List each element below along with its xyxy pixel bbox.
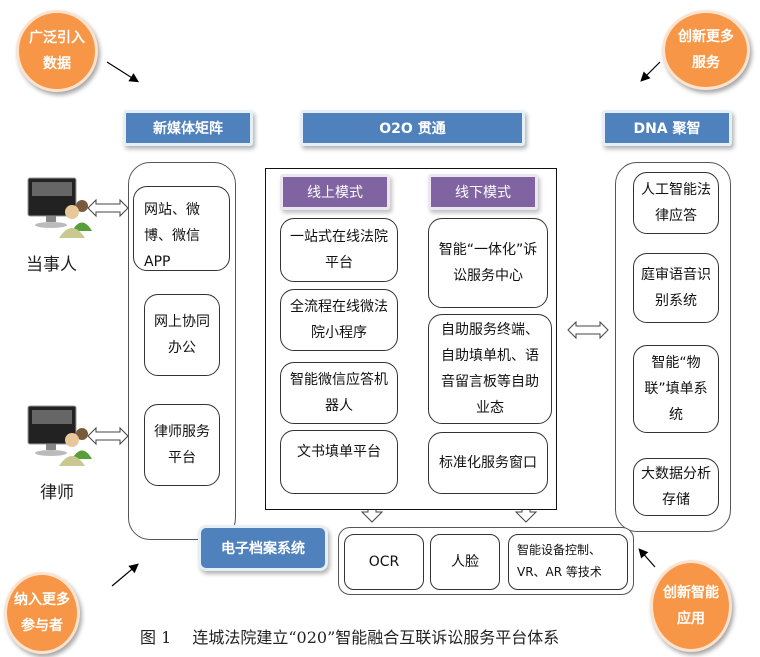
right-item-iot-fill: 智能“物联”填单系统 — [633, 345, 719, 433]
offline-item-self-service: 自助服务终端、自助填单机、语音留言板等自助业态 — [428, 314, 552, 424]
online-item-doc-fill: 文书填单平台 — [280, 430, 398, 494]
online-item-micro-court: 全流程在线微法院小程序 — [280, 289, 398, 351]
item-text: 人工智能法律应答 — [641, 182, 711, 224]
item-text: 一站式在线法院平台 — [290, 229, 388, 271]
online-mode-label: 线上模式 — [280, 174, 390, 210]
item-text: 网上协同办公 — [154, 314, 210, 356]
right-item-ai-legal: 人工智能法律应答 — [633, 172, 719, 234]
item-text: 自助服务终端、自助填单机、语音留言板等自助业态 — [441, 322, 539, 416]
item-text: 智能设备控制、VR、AR 等技术 — [517, 543, 602, 579]
tech-item-face: 人脸 — [430, 534, 500, 590]
circle-text: 广泛引入数据 — [29, 30, 85, 72]
tech-item-smart-devices: 智能设备控制、VR、AR 等技术 — [508, 534, 628, 590]
label-text: 线上模式 — [307, 185, 363, 201]
item-text: 文书填单平台 — [297, 444, 381, 460]
item-text: 智能“一体化”诉讼服务中心 — [438, 242, 538, 284]
item-text: 律师服务平台 — [154, 424, 210, 466]
circle-innovative-apps: 创新智能应用 — [650, 560, 732, 652]
header-text: 电子档案系统 — [221, 541, 305, 557]
circle-text: 创新智能应用 — [663, 585, 719, 627]
circle-text: 创新更多服务 — [678, 29, 734, 71]
offline-item-standard-window: 标准化服务窗口 — [428, 432, 548, 494]
circle-import-data: 广泛引入数据 — [16, 10, 98, 92]
header-new-media: 新媒体矩阵 — [123, 110, 253, 146]
header-archive: 电子档案系统 — [198, 525, 328, 571]
item-text: 庭审语音识别系统 — [641, 267, 711, 309]
item-text: 智能“物联”填单系统 — [644, 355, 708, 423]
offline-mode-label: 线下模式 — [428, 174, 538, 210]
circle-text: 纳入更多参与者 — [14, 592, 70, 634]
left-item-lawyer-platform: 律师服务平台 — [144, 404, 220, 486]
item-text: 网站、微博、微信APP — [144, 202, 200, 270]
tech-item-ocr: OCR — [344, 534, 424, 590]
actor-label-party: 当事人 — [26, 255, 77, 275]
item-text: 全流程在线微法院小程序 — [290, 299, 388, 341]
item-text: 标准化服务窗口 — [439, 455, 537, 471]
header-text: DNA 聚智 — [633, 121, 701, 137]
left-item-online-collab: 网上协同办公 — [144, 294, 220, 376]
circle-more-participants: 纳入更多参与者 — [4, 572, 80, 654]
header-text: O2O 贯通 — [379, 121, 446, 137]
right-item-big-data: 大数据分析存储 — [633, 458, 719, 516]
left-item-web-weibo-wechat: 网站、微博、微信APP — [133, 186, 230, 271]
actor-label-lawyer: 律师 — [40, 483, 74, 503]
computer-users-icon-lawyer — [27, 405, 92, 466]
header-dna: DNA 聚智 — [602, 110, 732, 146]
online-item-wechat-bot: 智能微信应答机器人 — [280, 362, 398, 424]
right-item-speech: 庭审语音识别系统 — [633, 253, 719, 323]
computer-users-icon-party — [27, 177, 92, 238]
item-text: OCR — [368, 554, 400, 570]
figure-caption: 图 1 连城法院建立“020”智能融合互联诉讼服务平台体系 — [140, 628, 560, 647]
label-text: 线下模式 — [455, 185, 511, 201]
offline-item-service-center: 智能“一体化”诉讼服务中心 — [428, 218, 548, 308]
item-text: 人脸 — [451, 554, 479, 570]
item-text: 大数据分析存储 — [641, 466, 711, 508]
header-text: 新媒体矩阵 — [153, 121, 223, 137]
header-o2o: O2O 贯通 — [300, 110, 525, 146]
online-item-onestop: 一站式在线法院平台 — [280, 218, 398, 282]
item-text: 智能微信应答机器人 — [290, 372, 388, 414]
circle-more-services: 创新更多服务 — [662, 10, 750, 90]
